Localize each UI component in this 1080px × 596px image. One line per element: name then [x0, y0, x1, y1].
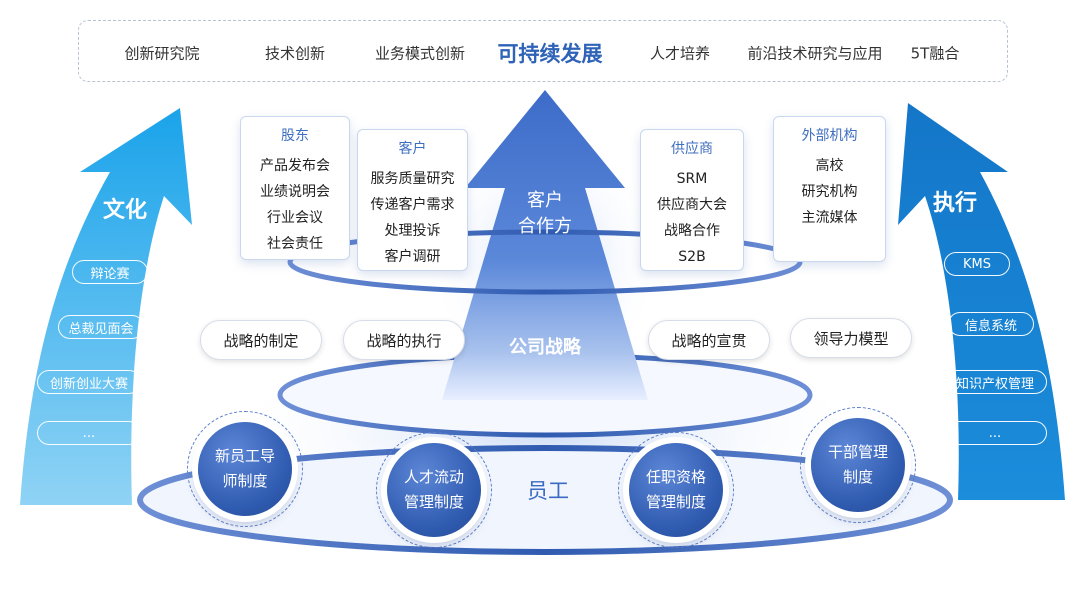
circle-text: 师制度	[222, 472, 268, 490]
top-bar-item-talent-development: 人才培养	[649, 44, 711, 63]
card-item: S2B	[678, 249, 706, 265]
left-item: 创新创业大赛	[37, 370, 141, 394]
staff-label: 员工	[527, 479, 569, 503]
card-title: 供应商	[671, 141, 713, 157]
right-execution-arrow	[898, 103, 1065, 500]
left-item: ...	[37, 421, 141, 445]
circle-cadre-management: 干部管理制度	[811, 418, 905, 512]
card-item: 供应商大会	[657, 197, 727, 213]
circle-text: 制度	[842, 468, 873, 486]
circle-dashed-ring	[187, 411, 303, 527]
card-title: 股东	[281, 128, 309, 144]
top-bar-item-tech-innovation: 技术创新	[264, 44, 326, 63]
circle-text: 干部管理	[827, 443, 888, 461]
right-item: 知识产权管理	[943, 370, 1047, 394]
card-item: 业绩说明会	[260, 184, 330, 200]
circle-text: 新员工导	[214, 447, 275, 465]
circle-dashed-ring	[800, 407, 916, 523]
circle-text: 人才流动	[403, 468, 464, 486]
pill-strategy-execution: 战略的执行	[343, 320, 465, 360]
card-item: 主流媒体	[801, 210, 858, 226]
left-item: 总裁见面会	[58, 315, 144, 339]
circle-talent-mobility: 人才流动管理制度	[387, 443, 481, 537]
circle-qualification-management: 任职资格管理制度	[629, 443, 723, 537]
card-item: 战略合作	[664, 223, 720, 239]
right-arrow-title: 执行	[932, 191, 978, 216]
left-item: 辩论赛	[72, 260, 148, 284]
circle-text: 管理制度	[403, 493, 464, 511]
left-culture-arrow	[20, 108, 192, 505]
center-arrow-line1: 客户	[527, 190, 563, 211]
top-bar-item-5t-fusion: 5T融合	[910, 44, 960, 63]
card-item: 高校	[815, 158, 844, 174]
card-item: 服务质量研究	[370, 171, 455, 187]
card-item: 客户调研	[384, 249, 441, 265]
card-external-organizations: 外部机构 高校 研究机构 主流媒体	[773, 116, 886, 262]
card-title: 外部机构	[801, 128, 858, 144]
card-item: 研究机构	[801, 184, 858, 200]
top-bar	[78, 20, 1008, 82]
card-suppliers: 供应商 SRM 供应商大会 战略合作 S2B	[640, 129, 744, 271]
card-item: 传递客户需求	[370, 197, 455, 213]
pill-strategy-communication: 战略的宣贯	[648, 320, 770, 360]
circle-dashed-ring	[376, 432, 492, 548]
top-bar-item-frontier-tech-research: 前沿技术研究与应用	[747, 44, 883, 63]
card-item: 处理投诉	[384, 223, 441, 239]
circle-dashed-ring	[618, 432, 734, 548]
circle-text: 任职资格	[645, 468, 706, 486]
top-bar-item-innovation-institute: 创新研究院	[124, 44, 200, 63]
center-arrow	[442, 90, 648, 400]
circle-new-employee-mentor: 新员工导师制度	[198, 422, 292, 516]
strategy-label: 公司战略	[509, 337, 581, 358]
right-item: KMS	[944, 252, 1010, 276]
center-arrow-label: 客户 合作方	[518, 188, 572, 240]
top-bar-item-sustainable-development: 可持续发展	[497, 42, 603, 66]
right-item: 信息系统	[948, 312, 1034, 336]
pill-strategy-formulation: 战略的制定	[200, 320, 322, 360]
circle-text: 管理制度	[645, 493, 706, 511]
bottom-ring	[137, 445, 953, 555]
right-item: ...	[943, 421, 1047, 445]
card-item: SRM	[676, 171, 708, 187]
card-item: 产品发布会	[260, 158, 330, 174]
left-arrow-title: 文化	[102, 198, 148, 223]
card-customers: 客户 服务质量研究 传递客户需求 处理投诉 客户调研	[357, 129, 468, 271]
card-shareholders: 股东 产品发布会 业绩说明会 行业会议 社会责任	[240, 116, 350, 260]
card-title: 客户	[398, 141, 427, 157]
card-item: 行业会议	[267, 210, 323, 226]
pill-leadership-model: 领导力模型	[790, 318, 912, 358]
top-ring	[287, 229, 803, 295]
top-bar-item-business-model-innovation: 业务模式创新	[374, 44, 466, 63]
center-arrow-line2: 合作方	[518, 216, 572, 237]
card-item: 社会责任	[267, 236, 323, 252]
